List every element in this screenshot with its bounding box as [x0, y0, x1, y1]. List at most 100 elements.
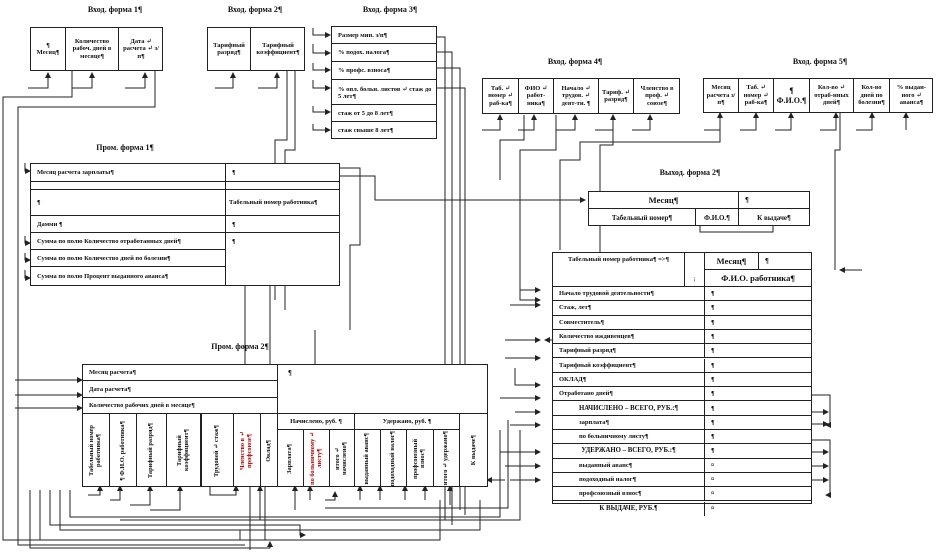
output-1-row-label: зарплата¶	[553, 415, 705, 430]
input-form-4: Таб. ↵ номер ↵ раб-ка¶ ФИО ↵ работ- ника…	[482, 78, 680, 114]
input-form-1: ¶ Месяц¶ Количество рабоч. дней в месяце…	[30, 27, 163, 71]
input-form-3-row: стаж свыше 8 лет¶	[338, 127, 394, 134]
col-label: итого ↵ начислено¶	[334, 442, 348, 476]
col-label: профсоюзный взнос¶	[412, 438, 426, 479]
output-1-month: Месяц¶	[705, 253, 759, 270]
input-form-1-title: Вход. форма 1¶	[87, 5, 143, 14]
interim-1-label: Дамми ¶	[31, 216, 226, 233]
output-1-mark: ¡	[685, 253, 705, 287]
output-1-row-value: ¤	[705, 473, 811, 488]
interim-1-tabnum: Табельный номер работника¶	[226, 190, 339, 216]
col-label: выданный аванс¶	[363, 432, 371, 485]
input-arrow	[125, 72, 148, 89]
interim-2-withheld-group: Удержано, руб. ¶	[355, 414, 460, 430]
interim-form-1-title: Пром. форма 1¶	[96, 143, 154, 152]
interim-2-header-row: Месяц расчета¶	[83, 365, 278, 381]
col-label: подоходный налог¶	[389, 430, 397, 487]
interim-1-spacer	[226, 182, 339, 190]
interim-2-col-payout: К выдаче¶	[460, 414, 488, 487]
output-form-2: Месяц¶ ¶ Табельный номер¶ Ф.И.О.¶ К выда…	[588, 191, 810, 226]
input-form-3: Размер мин. з/п¶ % подох. налога¶ % проф…	[331, 26, 437, 139]
input-form-4-cell: Тариф. ↵ разряд¶	[599, 79, 634, 113]
interim-1-label: Сумма по полю Количество отработанных дн…	[31, 233, 226, 250]
col-label: Зарплата¶	[286, 443, 294, 474]
output-1-row-value: ¶	[705, 416, 811, 430]
input-form-4-cell: Членство в проф. ↵ союзе¶	[640, 84, 674, 107]
output-1-row-value: ¶	[705, 373, 811, 388]
output-1-row-label: Совместитель¶	[553, 315, 705, 330]
output-1-row-label: Начало трудовой деятельности¶	[553, 287, 705, 302]
output-1-row-label: Количество иждивенцев¶	[553, 329, 705, 345]
output-2-col-tabnum: Табельный номер¶	[589, 209, 696, 226]
output-1-row-label: профсоюзный взнос¶	[553, 487, 705, 502]
output-1-row-label: Тарифный разряд¶	[553, 344, 705, 359]
output-1-row-value: ¶	[705, 344, 811, 359]
interim-2-col: Тарифный коэффициент¶	[167, 414, 202, 487]
input-form-5-cell: Кол-во ↵ отраб-нных дней¶	[810, 79, 854, 112]
output-1-row-label: НАЧИСЛЕНО – ВСЕГО, РУБ.:¶	[553, 401, 705, 416]
interim-2-accrued-group: Начислено, руб. ¶	[278, 414, 355, 430]
input-form-3-row: % опл. больн. листов ↵ стаж до 5 лет¶	[332, 80, 436, 105]
interim-2-col: Зарплата¶	[278, 430, 304, 487]
input-form-1-workdays-cell: Количество рабоч. дней в месяце¶	[66, 28, 119, 70]
interim-1-value: ¶	[226, 164, 339, 182]
interim-1-spacer	[31, 182, 226, 190]
interim-2-col: профсоюзный взнос¶	[407, 430, 434, 487]
output-1-row-value: ¤	[705, 459, 811, 473]
output-2-col-fio: Ф.И.О.¶	[696, 209, 739, 226]
output-1-row-value: ¶	[705, 316, 811, 330]
interim-2-header-row: Дата расчета¶	[83, 381, 278, 398]
output-1-row-label: Стаж, лет¶	[553, 301, 705, 316]
input-form-4-title: Вход. форма 4¶	[547, 57, 603, 66]
output-1-fio: Ф.И.О. работника¶	[705, 270, 811, 287]
input-form-4-cell: Начало ↵ трудов. ↵ деят-ти. ¶	[554, 79, 599, 113]
input-form-3-row: % профс. взноса¶	[332, 62, 436, 80]
input-form-2-grade-cell: Тарифный разряд¶	[208, 28, 251, 70]
output-form-1: Табельный номер работника¶ =>¶ ¡ Месяц¶ …	[552, 252, 812, 516]
output-2-month-value: ¶	[739, 192, 809, 209]
interim-2-col: по больничному ↵ листу¶	[304, 430, 330, 487]
interim-1-value: ¶	[226, 216, 339, 233]
interim-2-col: подоходный налог¶	[381, 430, 407, 487]
interim-form-2: Месяц расчета¶ Дата расчета¶ Количество …	[82, 364, 488, 487]
col-label: итого ↵ удержано¶	[442, 431, 450, 486]
input-arrow	[28, 72, 51, 89]
col-label: К выдаче¶	[469, 435, 477, 466]
interim-2-col: Табельный номер работника¶	[83, 414, 110, 487]
interim-2-col: Членство в ↵ профсоюзе¶	[234, 414, 261, 487]
col-label: ¶ Ф.И.О. работника¶	[118, 420, 126, 481]
interim-2-header-value: ¶	[288, 369, 292, 377]
col-label: Оклад¶	[264, 439, 272, 462]
output-1-row-value: ¶	[705, 401, 811, 416]
output-1-row-value: ¶	[705, 359, 811, 373]
input-form-2: Тарифный разряд¶ Тарифный коэффициент¶	[207, 27, 305, 71]
input-form-4-cell: ФИО ↵ работ- ника¶	[519, 79, 554, 113]
output-1-row-label: Тарифный коэффициент¶	[553, 358, 705, 373]
input-form-2-coef-cell: Тарифный коэффициент¶	[256, 41, 300, 56]
interim-2-col: итого ↵ начислено¶	[330, 430, 355, 487]
output-1-row-value: ¶	[705, 301, 811, 316]
input-form-5: Месяц расчета з/п¶ Таб. ↵ номер ↵ раб-ка…	[703, 78, 933, 113]
output-1-row-label: выданный аванс¶	[553, 458, 705, 473]
interim-1-label: Сумма по полю Количество дней по болезни…	[31, 250, 226, 267]
input-form-3-row: стаж от 5 до 8 лет¶	[332, 105, 436, 122]
interim-2-col: Тарифный разряд¶	[137, 414, 167, 487]
output-1-row-label: по больничному листу¶	[553, 430, 705, 445]
col-label: Табельный номер работника¶	[88, 425, 102, 476]
interim-1-label: ¶	[31, 190, 226, 216]
divider	[83, 413, 487, 414]
output-1-row-label: К ВЫДАЧЕ, РУБ.¶	[553, 501, 705, 516]
interim-2-col: выданный аванс¶	[355, 430, 381, 487]
input-form-5-cell: Таб. ↵ номер ↵ раб-ка¶	[739, 79, 774, 112]
input-form-5-title: Вход. форма 5¶	[792, 57, 848, 66]
input-form-3-row: Размер мин. з/п¶	[332, 27, 436, 44]
input-form-3-title: Вход. форма 3¶	[362, 5, 418, 14]
input-form-1-date-cell: Дата ↵ расчета ↵ з/п¶	[123, 37, 159, 60]
interim-form-1: Месяц расчета зарплаты¶ ¶ ¶ Табельный но…	[30, 163, 340, 286]
output-1-month-value: ¶	[759, 253, 811, 270]
input-form-3-row: % подох. налога¶	[332, 44, 436, 62]
input-form-4-cell: Таб. ↵ номер ↵ раб-ка¶	[483, 79, 519, 113]
interim-form-2-title: Пром. форма 2¶	[211, 342, 269, 351]
output-1-row-value: ¶	[705, 287, 811, 302]
input-form-5-cell: Кол-во дней по болезни¶	[854, 79, 890, 112]
